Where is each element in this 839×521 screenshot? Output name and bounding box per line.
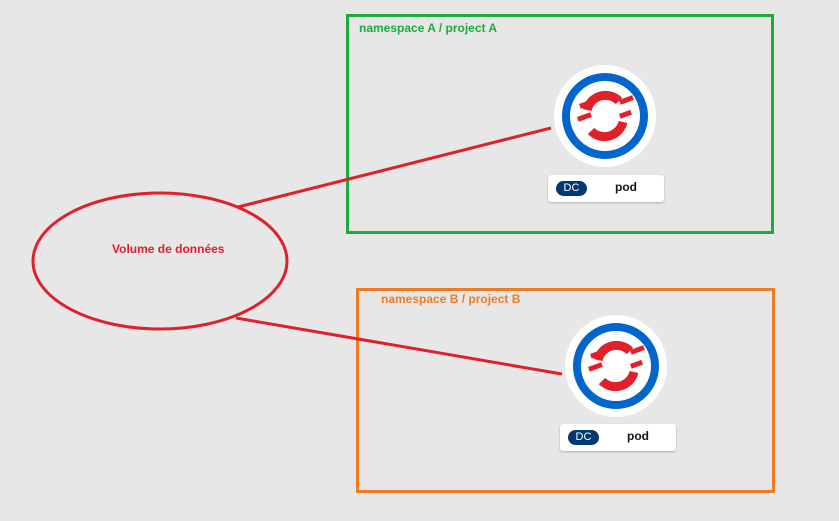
volume-label: Volume de données: [112, 242, 225, 256]
namespace-b-box: namespace B / project B: [356, 288, 775, 493]
pod-b-tag[interactable]: DC pod: [560, 424, 676, 451]
pod-name: pod: [615, 180, 637, 194]
namespace-a-label: namespace A / project A: [359, 21, 498, 35]
volume-ellipse[interactable]: [31, 191, 289, 331]
namespace-b-label: namespace B / project B: [381, 292, 521, 306]
namespace-a-box: namespace A / project A: [346, 14, 774, 234]
openshift-logo-icon: [565, 315, 667, 417]
dc-badge: DC: [556, 181, 587, 196]
pod-name: pod: [627, 429, 649, 443]
openshift-logo-icon: [554, 65, 656, 167]
pod-a-tag[interactable]: DC pod: [548, 175, 664, 202]
dc-badge: DC: [568, 430, 599, 445]
